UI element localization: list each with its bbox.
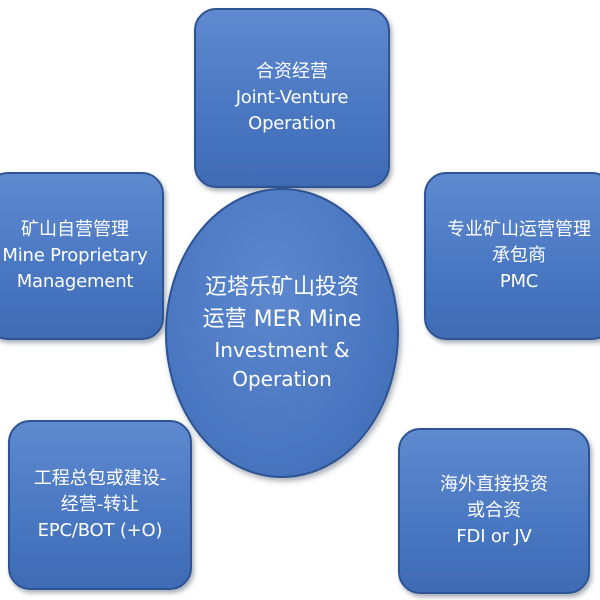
node-epc-bot: 工程总包或建设- 经营-转让 EPC/BOT (+O) (8, 420, 192, 590)
node-joint-venture-operation: 合资经营 Joint-Venture Operation (194, 8, 390, 188)
center-hub-label-line-3: Investment & (214, 337, 350, 362)
center-hub-label-line-1: 迈塔乐矿山投资 (204, 275, 359, 301)
node-mine-proprietary-label-en-1: Mine Proprietary (2, 244, 148, 266)
center-hub-label-line-2: 运营 MER Mine (202, 307, 362, 332)
node-fdi-jv: 海外直接投资 或合资 FDI or JV (398, 428, 590, 594)
node-mine-proprietary-label-en-2: Management (16, 271, 134, 293)
node-pmc: 专业矿山运营管理 承包商 PMC (424, 172, 600, 340)
node-mine-proprietary-label-zh: 矿山自营管理 (21, 218, 129, 240)
center-hub-label-line-4: Operation (232, 366, 332, 391)
node-pmc-label-en: PMC (499, 271, 539, 293)
node-fdi-jv-label-zh-2: 或合资 (467, 499, 521, 521)
node-pmc-label-zh-1: 专业矿山运营管理 (447, 218, 591, 240)
node-joint-venture-label-zh: 合资经营 (256, 60, 328, 82)
node-joint-venture-label-en-2: Operation (248, 113, 336, 135)
node-epc-bot-label-en: EPC/BOT (+O) (37, 520, 163, 542)
node-epc-bot-label-zh-1: 工程总包或建设- (33, 467, 167, 489)
node-joint-venture-label-en-1: Joint-Venture (235, 86, 349, 108)
node-mine-proprietary-management: 矿山自营管理 Mine Proprietary Management (0, 172, 164, 340)
center-hub-mer: 迈塔乐矿山投资 运营 MER Mine Investment & Operati… (165, 188, 399, 478)
node-fdi-jv-label-en: FDI or JV (456, 526, 532, 548)
node-pmc-label-zh-2: 承包商 (492, 244, 546, 266)
node-fdi-jv-label-zh-1: 海外直接投资 (440, 473, 548, 495)
node-epc-bot-label-zh-2: 经营-转让 (60, 493, 140, 515)
